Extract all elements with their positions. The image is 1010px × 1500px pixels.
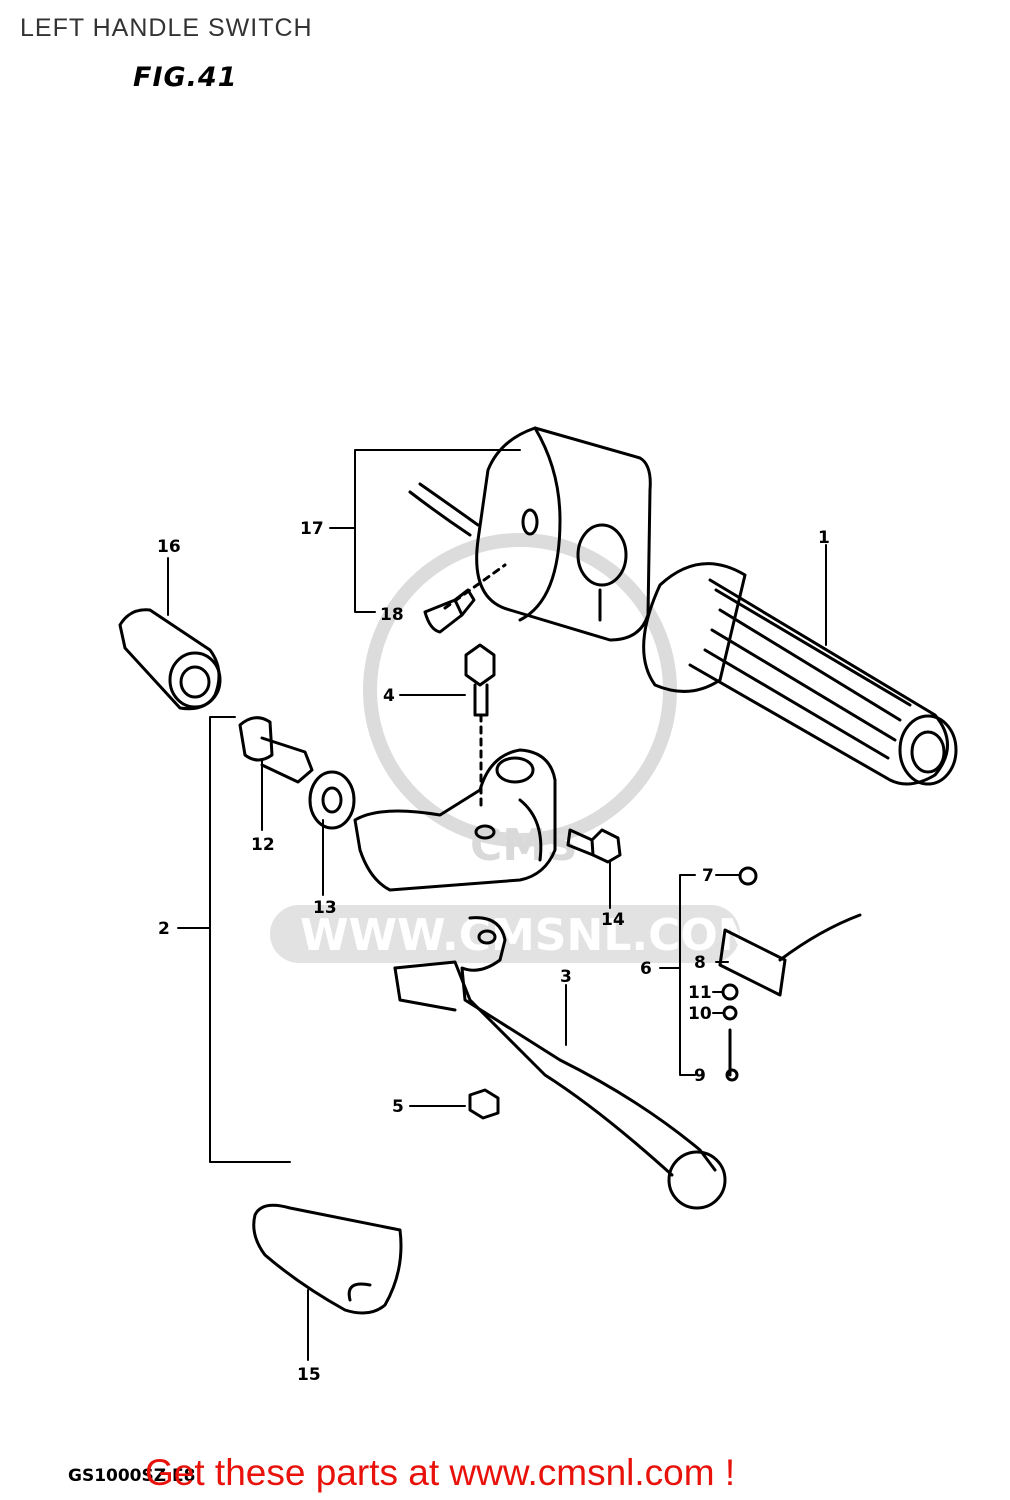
- callout-1: 1: [818, 528, 830, 548]
- lever-part-3: [393, 916, 727, 1210]
- watermark: CMS WWW.CMSNL.COM: [270, 533, 762, 963]
- page-title: LEFT HANDLE SWITCH: [20, 14, 313, 42]
- callout-11: 11: [688, 983, 712, 1003]
- figure-number: FIG.41: [133, 62, 238, 93]
- callout-8: 8: [694, 953, 706, 973]
- callout-3: 3: [560, 967, 572, 987]
- nut-part-5: [468, 1088, 500, 1120]
- cap-part-16: [118, 608, 222, 711]
- watermark-url: WWW.CMSNL.COM: [300, 910, 762, 961]
- grip-part-1: [642, 562, 958, 786]
- leader-lines: [167, 449, 827, 1361]
- callouts: 1 2 3 4 5 6 7 8 9 10 11 12 13 14 15 16 1…: [157, 519, 830, 1385]
- drawing-reference-code: GS1000SZ E8: [68, 1466, 196, 1486]
- locknut-part-13: [308, 770, 356, 830]
- callout-5: 5: [392, 1097, 404, 1117]
- callout-15: 15: [297, 1365, 321, 1385]
- callout-14: 14: [601, 910, 625, 930]
- lever-bracket: [353, 748, 557, 892]
- callout-2: 2: [158, 919, 170, 939]
- callout-18: 18: [380, 605, 404, 625]
- callout-16: 16: [157, 537, 181, 557]
- callout-4: 4: [383, 686, 395, 706]
- clutch-switch-part-6: [718, 866, 862, 1082]
- callout-10: 10: [688, 1004, 712, 1024]
- promo-link[interactable]: Get these parts at www.cmsnl.com !: [145, 1452, 736, 1493]
- screw-part-18: [423, 563, 507, 634]
- bolt-part-4: [464, 643, 496, 812]
- watermark-logo: CMS: [470, 820, 578, 871]
- callout-9: 9: [694, 1066, 706, 1086]
- callout-7: 7: [702, 866, 714, 886]
- callout-12: 12: [251, 835, 275, 855]
- callout-6: 6: [640, 959, 652, 979]
- callout-17: 17: [300, 519, 324, 539]
- screw-part-14: [566, 828, 622, 864]
- cover-part-15: [252, 1203, 403, 1315]
- callout-13: 13: [313, 898, 337, 918]
- adjuster-bolt-part-12: [238, 716, 314, 784]
